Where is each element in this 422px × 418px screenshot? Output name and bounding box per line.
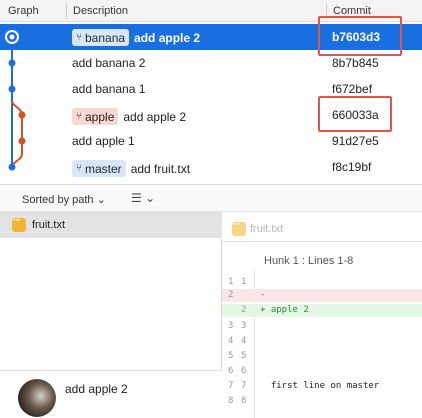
user-avatar bbox=[18, 379, 56, 417]
sort-dropdown[interactable]: Sorted by path ⌄ bbox=[22, 194, 106, 206]
commit-node[interactable] bbox=[8, 59, 16, 67]
commit-message: add fruit.txt bbox=[130, 161, 191, 176]
commit-node[interactable] bbox=[8, 85, 16, 93]
branch-tag-apple[interactable]: ⑂apple bbox=[72, 108, 119, 125]
hash-highlight-box bbox=[318, 96, 392, 132]
graph-column-header[interactable]: Graph bbox=[8, 5, 39, 17]
text-file-icon bbox=[232, 219, 246, 236]
commit-hash: f672bef bbox=[332, 82, 373, 96]
commit-row[interactable]: ⑂banana add apple 2 b7603d3 bbox=[0, 24, 422, 50]
branch-tag-master[interactable]: ⑂master bbox=[72, 160, 126, 177]
branch-icon: ⑂ bbox=[76, 111, 82, 122]
chevron-down-icon: ⌄ bbox=[96, 194, 106, 206]
commit-hash: f8c19bf bbox=[332, 160, 372, 174]
commit-node[interactable] bbox=[8, 163, 16, 171]
commit-graph bbox=[5, 30, 26, 171]
commit-row[interactable]: ⑂apple add apple 2 660033a bbox=[0, 102, 422, 128]
commit-message: add apple 2 bbox=[123, 109, 187, 124]
file-item[interactable]: fruit.txt bbox=[0, 212, 222, 238]
changed-files-list: fruit.txt bbox=[0, 212, 222, 418]
commit-hash: 91d27e5 bbox=[332, 134, 379, 148]
commit-row[interactable]: add banana 2 8b7b845 bbox=[0, 50, 422, 76]
diff-file-header: fruit.txt bbox=[222, 212, 422, 242]
commit-node[interactable] bbox=[18, 137, 26, 145]
head-marker bbox=[9, 34, 15, 40]
gutter-divider bbox=[254, 270, 255, 418]
branch-icon: ⑂ bbox=[76, 163, 82, 174]
commit-list-header: Graph Description Commit bbox=[0, 0, 422, 22]
commit-row[interactable]: ⑂master add fruit.txt f8c19bf bbox=[0, 154, 422, 180]
branch-icon: ⑂ bbox=[76, 32, 82, 43]
branch-tag-banana[interactable]: ⑂banana bbox=[72, 29, 130, 46]
branch-line-apple bbox=[11, 100, 23, 168]
chevron-down-icon: ⌄ bbox=[145, 191, 156, 205]
commit-row[interactable]: add banana 1 f672bef bbox=[0, 76, 422, 102]
diff-line-removed[interactable]: 2- bbox=[222, 289, 422, 302]
diff-panel: fruit.txt Hunk 1 : Lines 1-8 11 2- 2+ ap… bbox=[222, 212, 422, 418]
diff-line-added[interactable]: 2+ apple 2 bbox=[222, 304, 422, 317]
commit-message: add banana 1 bbox=[72, 82, 146, 96]
commit-hash: 660033a bbox=[332, 108, 379, 122]
commit-detail: add apple 2 bbox=[0, 370, 222, 418]
file-name: fruit.txt bbox=[32, 219, 66, 231]
hunk-header: Hunk 1 : Lines 1-8 bbox=[264, 255, 354, 267]
file-toolbar: Sorted by path ⌄ ☰ ⌄ bbox=[0, 184, 422, 212]
commit-column-header[interactable]: Commit bbox=[333, 5, 371, 17]
commit-hash: 8b7b845 bbox=[332, 56, 379, 70]
view-options-button[interactable]: ☰ ⌄ bbox=[131, 191, 155, 205]
commit-message: add apple 1 bbox=[72, 134, 135, 148]
commit-node[interactable] bbox=[18, 111, 26, 119]
commit-row[interactable]: add apple 1 91d27e5 bbox=[0, 128, 422, 154]
description-column-header[interactable]: Description bbox=[73, 5, 129, 17]
commit-message: add banana 2 bbox=[72, 56, 146, 70]
text-file-icon bbox=[12, 215, 26, 232]
column-divider[interactable] bbox=[326, 3, 327, 19]
diff-file-name: fruit.txt bbox=[250, 223, 284, 235]
commit-detail-message: add apple 2 bbox=[65, 382, 128, 396]
commit-message: add apple 2 bbox=[134, 30, 201, 45]
list-icon: ☰ bbox=[131, 191, 142, 205]
hash-highlight-box bbox=[318, 16, 402, 56]
commit-hash: b7603d3 bbox=[332, 30, 381, 44]
column-divider[interactable] bbox=[66, 3, 67, 19]
